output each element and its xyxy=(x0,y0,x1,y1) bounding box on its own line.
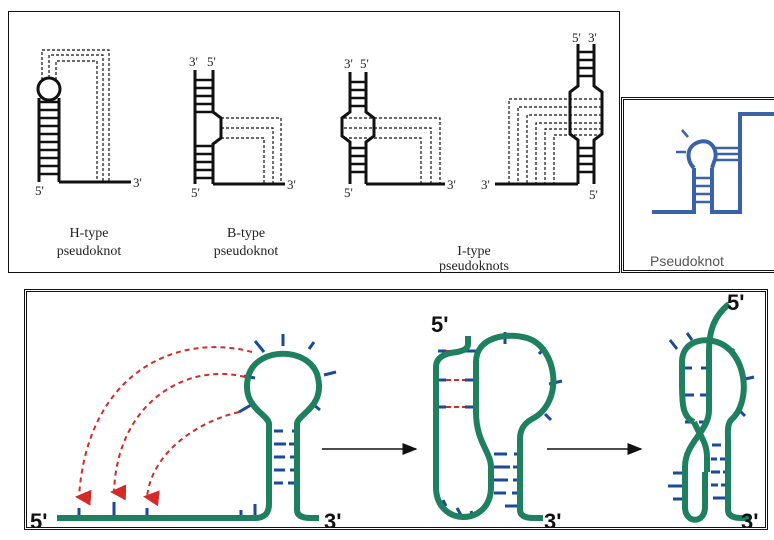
stage1-5prime-label: 5' xyxy=(30,509,47,527)
b-type-caption-line2: pseudoknot xyxy=(214,244,279,259)
pseudoknot-icon: Pseudoknot xyxy=(650,112,774,269)
b-type-caption-line1: B-type xyxy=(227,226,265,241)
stage2-pseudoknot xyxy=(433,332,563,521)
i-type-left-3prime-top-label: 3' xyxy=(344,56,353,71)
stage1-hairpin xyxy=(57,334,337,521)
stage3-pseudoknot xyxy=(668,301,755,523)
stage2-5prime-label: 5' xyxy=(431,312,448,337)
b-type-3prime-bottom-label: 3' xyxy=(287,177,296,192)
h-type-5prime-label: 5' xyxy=(35,183,44,198)
pseudoknot-formation-diagram: 5' 3' xyxy=(30,292,758,527)
stage2-3prime-label: 3' xyxy=(544,509,561,527)
i-type-caption-line2: pseudoknots xyxy=(439,259,509,274)
i-type-left-5prime-bottom-label: 5' xyxy=(344,185,353,200)
h-type-loop xyxy=(36,76,62,102)
b-type-5prime-top-label: 5' xyxy=(207,54,216,69)
stage3-5prime-label: 5' xyxy=(727,292,744,315)
i-type-right-5prime-bottom-label: 3' xyxy=(481,177,490,192)
i-type-caption-line1: I-type xyxy=(457,244,490,259)
pseudoknot-icon-label: Pseudoknot xyxy=(650,253,724,269)
h-type-diagram xyxy=(36,49,131,184)
stage3-3prime-label: 3' xyxy=(741,509,758,527)
b-type-5prime-bottom-label: 5' xyxy=(191,185,200,200)
i-type-left-diagram xyxy=(340,72,445,186)
h-type-caption-line1: H-type xyxy=(70,226,109,241)
b-type-diagram xyxy=(193,70,285,186)
h-type-caption-line2: pseudoknot xyxy=(57,244,122,259)
pseudoknot-formation-panel: 5' 3' xyxy=(24,289,768,530)
i-type-right-5prime-top-label: 3' xyxy=(588,30,597,45)
i-type-left-3prime-bottom-label: 3' xyxy=(447,177,456,192)
h-type-3prime-label: 3' xyxy=(133,175,142,190)
i-type-right-3prime-bottom-label: 5' xyxy=(589,187,598,202)
i-type-left-5prime-top-label: 5' xyxy=(360,56,369,71)
pseudoknot-types-diagram: 5' 3' H-type pseudoknot 3' 5' xyxy=(35,30,604,274)
i-type-right-3prime-top-label: 5' xyxy=(572,30,581,45)
pseudoknot-types-panel: 5' 3' H-type pseudoknot 3' 5' xyxy=(8,11,620,274)
pseudoknot-icon-panel: Pseudoknot xyxy=(621,97,774,273)
b-type-3prime-top-label: 3' xyxy=(189,54,198,69)
i-type-right-diagram xyxy=(495,44,604,186)
stage1-3prime-label: 3' xyxy=(324,509,341,527)
